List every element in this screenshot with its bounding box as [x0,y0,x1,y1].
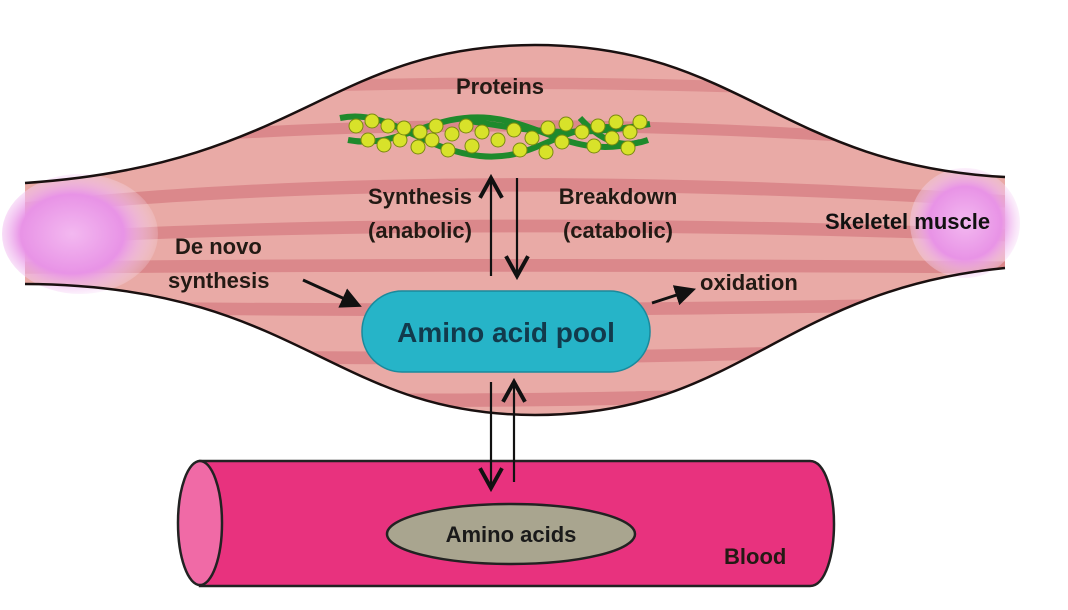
synthesis-label: Synthesis [368,184,472,209]
left-tendon [2,174,158,294]
proteins-label: Proteins [456,74,544,99]
amino-acids-blood: Amino acids [385,502,637,566]
anabolic-label: (anabolic) [368,218,472,243]
oxidation-arrow [651,285,696,306]
oxidation-label: oxidation [700,270,798,295]
blood-label: Blood [724,544,786,569]
skeletal-muscle-shape [2,43,1020,417]
skeletal-muscle-label: Skeletel muscle [825,209,990,234]
catabolic-label: (catabolic) [563,218,673,243]
de-novo-synthesis-label: synthesis [168,268,270,293]
helical-protein-strand-icon [339,113,651,160]
right-tendon [910,168,1020,278]
de-novo-arrow [302,278,362,308]
amino-acids-label: Amino acids [446,522,577,547]
breakdown-label: Breakdown [559,184,678,209]
amino-acid-pool-label: Amino acid pool [397,317,615,348]
de-novo-label: De novo [175,234,262,259]
amino-acid-pool: Amino acid pool [361,290,651,373]
